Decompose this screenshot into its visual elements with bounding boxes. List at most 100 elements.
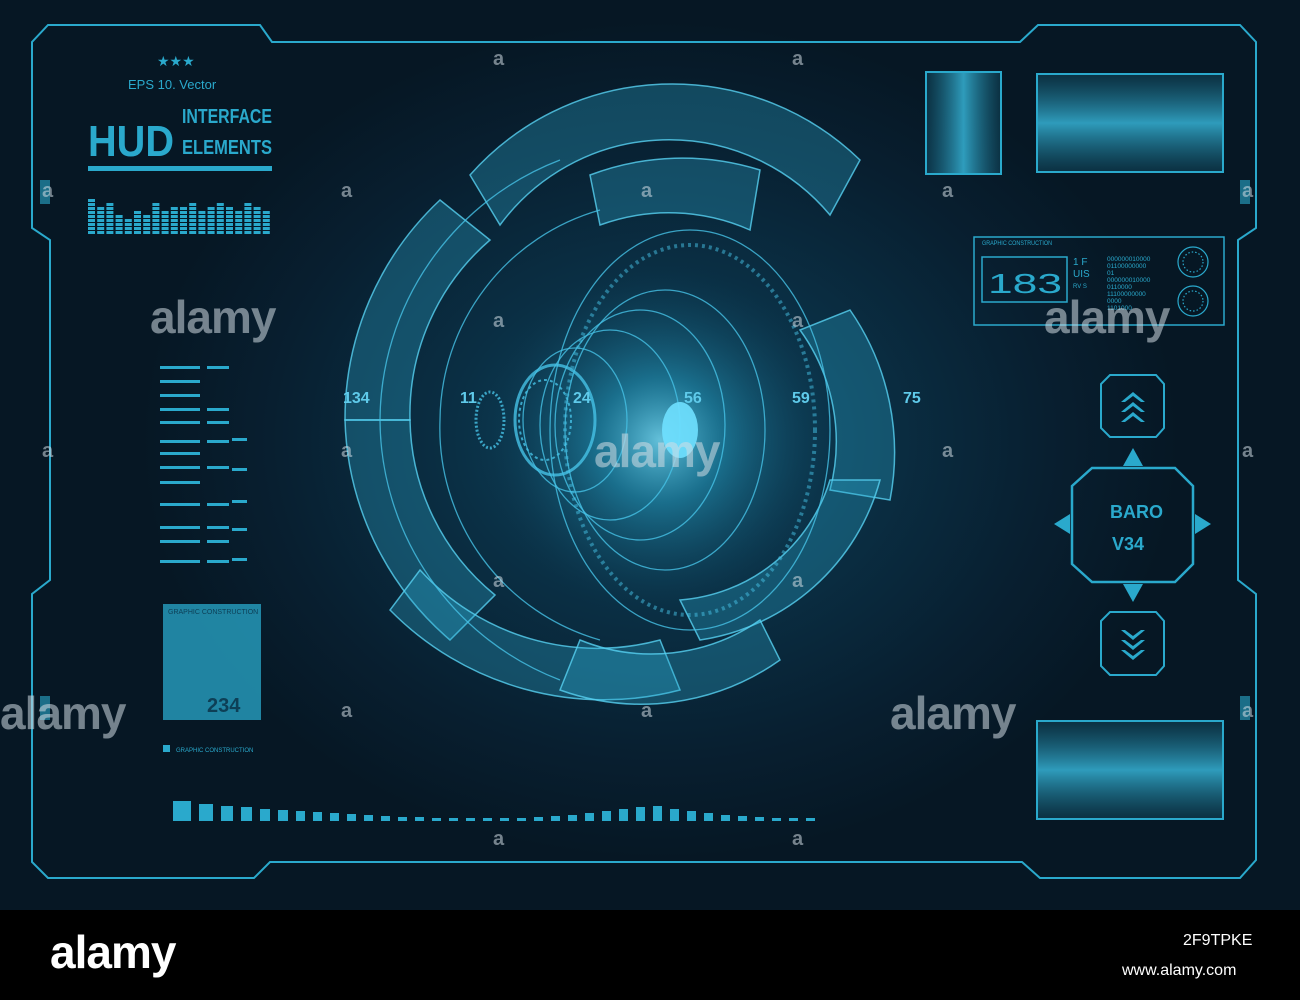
equalizer-segment xyxy=(207,231,215,234)
progress-tick xyxy=(241,807,252,821)
equalizer-segment xyxy=(262,219,270,222)
equalizer-segment xyxy=(207,223,215,226)
equalizer-segment xyxy=(244,219,252,222)
scroll-up-button[interactable] xyxy=(1100,374,1165,438)
dash-line xyxy=(232,528,247,531)
watermark-mark: a xyxy=(493,48,505,70)
watermark-mark: a xyxy=(1242,440,1254,462)
hud-word: HUD xyxy=(88,117,174,166)
equalizer-segment xyxy=(124,223,132,226)
progress-tick xyxy=(772,818,781,821)
watermark-text: alamy xyxy=(594,425,720,477)
equalizer-segment xyxy=(88,223,95,226)
info-panel: GRAPHIC CONSTRUCTION 183 1 F UIS RV S 00… xyxy=(973,236,1225,326)
dial-number-11: 11 xyxy=(460,390,477,407)
dial-number-59: 59 xyxy=(792,390,810,407)
arrow-down-icon[interactable] xyxy=(1123,584,1143,602)
image-id: 2F9TPKE xyxy=(1183,932,1253,949)
equalizer-segment xyxy=(115,223,123,226)
info-label: GRAPHIC CONSTRUCTION xyxy=(982,241,1052,247)
equalizer-segment xyxy=(152,227,160,230)
equalizer-segment xyxy=(244,203,252,206)
equalizer-segment xyxy=(216,215,224,218)
equalizer-segment xyxy=(189,231,197,234)
equalizer-segment xyxy=(216,211,224,214)
dash-line xyxy=(160,394,200,397)
equalizer-segment xyxy=(134,211,141,214)
equalizer-segment xyxy=(88,211,95,214)
progress-tick xyxy=(534,817,543,821)
equalizer-segment xyxy=(253,207,261,210)
equalizer-segment xyxy=(134,231,141,234)
title-underline xyxy=(88,166,272,171)
progress-tick xyxy=(806,818,815,821)
watermark-mark: a xyxy=(792,48,804,70)
dash-line xyxy=(160,366,200,369)
equalizer-segment xyxy=(207,227,215,230)
equalizer-segment xyxy=(106,227,114,230)
dash-line xyxy=(160,440,200,443)
watermark-mark: a xyxy=(641,700,653,722)
progress-tick xyxy=(278,810,288,821)
outer-frame xyxy=(31,24,1257,879)
equalizer-segment xyxy=(244,207,252,210)
equalizer-segment xyxy=(161,227,169,230)
progress-tick xyxy=(704,813,713,821)
progress-tick xyxy=(789,818,798,821)
watermark-mark: a xyxy=(1242,700,1254,722)
watermark-text: alamy xyxy=(1044,291,1170,343)
equalizer-segment xyxy=(143,231,151,234)
equalizer-segment xyxy=(88,207,95,210)
chevron-up-icon xyxy=(1121,392,1145,422)
arrow-up-icon[interactable] xyxy=(1123,448,1143,466)
equalizer-segment xyxy=(180,231,187,234)
binary-line: 0000 xyxy=(1107,298,1122,305)
equalizer-segment xyxy=(97,207,105,210)
equalizer-segment xyxy=(143,223,151,226)
eps-label: EPS 10. Vector xyxy=(128,77,217,92)
progress-tick xyxy=(398,817,407,821)
equalizer-segment xyxy=(97,219,105,222)
equalizer-segment xyxy=(170,215,178,218)
equalizer-segment xyxy=(262,215,270,218)
arrow-right-icon[interactable] xyxy=(1195,514,1211,534)
progress-tick xyxy=(568,815,577,821)
equalizer-segment xyxy=(253,227,261,230)
watermark-text: alamy xyxy=(0,687,126,739)
rating-stars: ★★★ xyxy=(157,53,195,69)
equalizer-segment xyxy=(115,231,123,234)
equalizer-segment xyxy=(115,219,123,222)
bottom-wide-panel xyxy=(1036,720,1224,820)
top-square-panel xyxy=(925,71,1002,175)
scroll-down-button[interactable] xyxy=(1100,611,1165,676)
dash-line xyxy=(207,526,229,529)
equalizer-segment xyxy=(106,215,114,218)
graphic-construction-box: GRAPHIC CONSTRUCTION 234 xyxy=(163,604,261,720)
dash-line xyxy=(207,466,229,469)
progress-tick xyxy=(173,801,191,821)
equalizer-segment xyxy=(88,227,95,230)
dash-line xyxy=(207,540,229,543)
dash-line xyxy=(160,421,200,424)
equalizer-segment xyxy=(88,231,95,234)
watermark-mark: a xyxy=(493,828,505,850)
binary-line: 01100000000 xyxy=(1107,263,1147,270)
equalizer-segment xyxy=(189,215,197,218)
arrow-left-icon[interactable] xyxy=(1054,514,1070,534)
equalizer-segment xyxy=(244,215,252,218)
equalizer-segment xyxy=(97,223,105,226)
dash-line xyxy=(207,440,229,443)
equalizer-segment xyxy=(134,215,141,218)
watermark-mark: a xyxy=(341,440,353,462)
baro-control[interactable]: BARO V34 xyxy=(1054,448,1211,602)
equalizer-segment xyxy=(216,219,224,222)
progress-tick xyxy=(619,809,628,821)
equalizer-segment xyxy=(124,219,132,222)
equalizer-segment xyxy=(244,231,252,234)
dial-number-56: 56 xyxy=(684,390,702,407)
equalizer-segment xyxy=(97,231,105,234)
equalizer-segment xyxy=(207,211,215,214)
equalizer-segment xyxy=(161,223,169,226)
equalizer-segment xyxy=(189,207,197,210)
binary-line: 000000010000 xyxy=(1107,256,1151,263)
